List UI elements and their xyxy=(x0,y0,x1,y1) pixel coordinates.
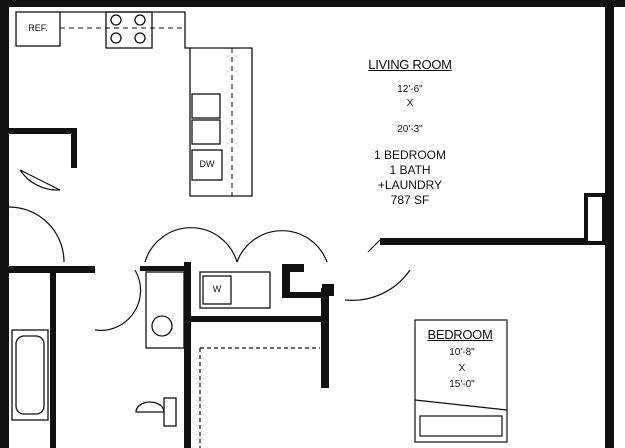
living-bedroom-wall xyxy=(380,238,605,245)
pantry-door-swing xyxy=(236,230,328,263)
pantry-wall-left xyxy=(282,264,290,298)
bath-wall-right xyxy=(50,273,56,448)
bedroom-length: 15'-0" xyxy=(449,379,475,390)
unit-bedrooms: 1 BEDROOM xyxy=(373,148,446,162)
pantry-wall-bottom xyxy=(282,292,322,298)
living-room-by: X xyxy=(406,98,414,109)
toilet-tank xyxy=(163,397,177,427)
bathtub-inner xyxy=(15,335,45,415)
fireplace-inner xyxy=(588,197,602,241)
laundry-wall-vertical xyxy=(184,262,191,448)
closet-wall-right xyxy=(71,128,77,168)
bathtub-outer xyxy=(11,329,49,421)
bath-wall-top xyxy=(9,266,95,273)
kitchen-counter xyxy=(60,11,253,197)
bedroom-by: X xyxy=(458,363,466,374)
water-heater-closet xyxy=(145,271,185,349)
sink-basin xyxy=(191,119,221,145)
burner xyxy=(110,32,122,44)
bedroom-door-swing xyxy=(344,269,411,301)
laundry-counter xyxy=(199,271,271,309)
closet-wall-top xyxy=(9,128,77,134)
upper-cabinets xyxy=(60,27,233,196)
bed-sheet-fold xyxy=(414,399,508,411)
bedroom-label: BEDROOM xyxy=(427,327,493,342)
bed-pillow xyxy=(419,415,503,437)
refrigerator xyxy=(15,11,61,47)
bedroom-wall-top xyxy=(191,316,321,322)
burner xyxy=(134,32,146,44)
living-room-label: LIVING ROOM xyxy=(368,57,452,72)
water-heater xyxy=(151,315,173,337)
burner xyxy=(110,14,122,26)
column xyxy=(322,284,334,296)
bath xyxy=(11,329,177,427)
bedroom-wall-stub xyxy=(321,288,329,388)
laundry-door-swing xyxy=(144,227,238,263)
living-room-width: 12'-6" xyxy=(397,84,423,95)
wall-left xyxy=(0,0,9,448)
unit-area: 787 SF xyxy=(390,193,430,207)
closet-door-swing xyxy=(19,169,61,191)
wall-right xyxy=(605,0,614,448)
burner xyxy=(134,14,146,26)
dishwasher-label: DW xyxy=(199,159,215,169)
entry-door-swing xyxy=(8,206,65,263)
wall-top xyxy=(0,0,625,7)
laundry xyxy=(145,271,271,349)
unit-baths: 1 BATH xyxy=(389,163,431,177)
range xyxy=(105,11,153,49)
bath-door-swing xyxy=(94,269,142,331)
closet-outline xyxy=(199,347,320,448)
refrigerator-label: REF. xyxy=(28,23,48,33)
washer xyxy=(202,275,232,305)
washer-label: W xyxy=(212,284,222,294)
bed-frame xyxy=(414,319,508,443)
pantry-wall-top xyxy=(282,264,304,272)
door-swings xyxy=(8,169,411,448)
unit-laundry: +LAUNDRY xyxy=(377,178,443,192)
living-room-length: 20'-3" xyxy=(397,124,423,135)
toilet-bowl xyxy=(135,401,165,413)
kitchen xyxy=(15,11,253,197)
laundry-wall-left xyxy=(140,266,184,271)
bedroom-width: 10'-8" xyxy=(449,347,475,358)
bedroom-door-leaf xyxy=(367,239,381,253)
bed xyxy=(414,319,508,443)
dishwasher xyxy=(191,149,223,181)
sink-basin xyxy=(191,93,221,119)
